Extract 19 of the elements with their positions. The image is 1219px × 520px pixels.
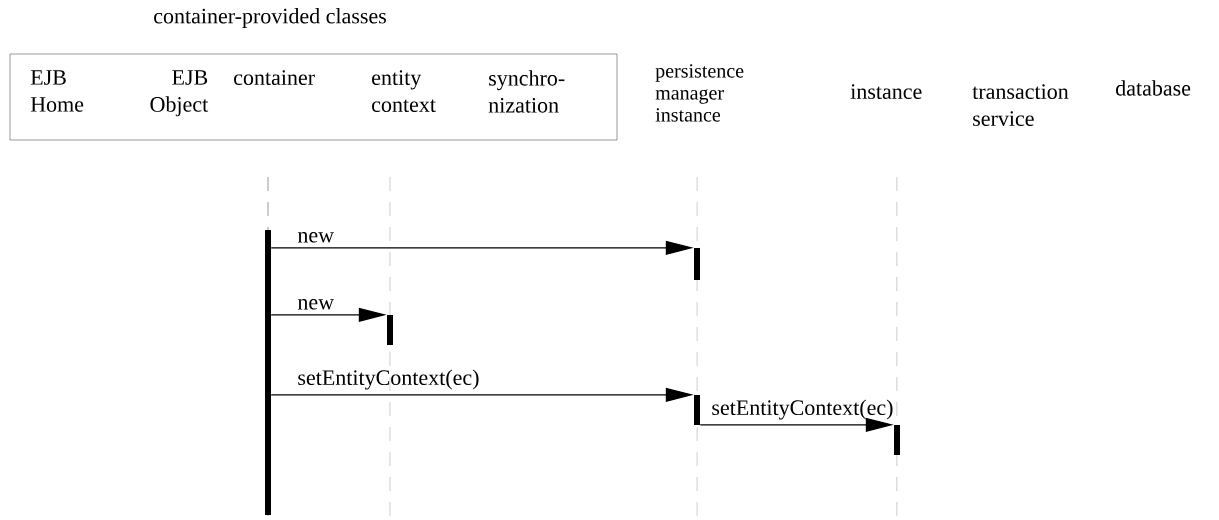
- activation-bar: [894, 425, 900, 455]
- class-name: entity context: [372, 70, 436, 112]
- message-label: new: [297, 232, 334, 243]
- message-label: setEntityContext(ec): [712, 399, 893, 420]
- class-name: EJB Object: [150, 70, 209, 117]
- activation-bar: [265, 230, 271, 515]
- activation-bar: [387, 315, 393, 345]
- message-label: setEntityContext(ec): [298, 369, 479, 390]
- group-title: container-provided classes: [154, 8, 386, 28]
- class-name: EJB Home: [30, 70, 84, 112]
- activation-bar: [694, 395, 700, 425]
- class-name: container: [234, 70, 315, 85]
- participant-name: instance: [850, 84, 922, 99]
- class-name: synchro-nization: [488, 70, 565, 113]
- participant-name: persistence manager instance: [655, 64, 744, 122]
- activation-bar: [694, 248, 700, 280]
- participant-name: transaction service: [972, 84, 1069, 126]
- participant-name: database: [1116, 80, 1191, 96]
- message-label: new: [297, 299, 334, 310]
